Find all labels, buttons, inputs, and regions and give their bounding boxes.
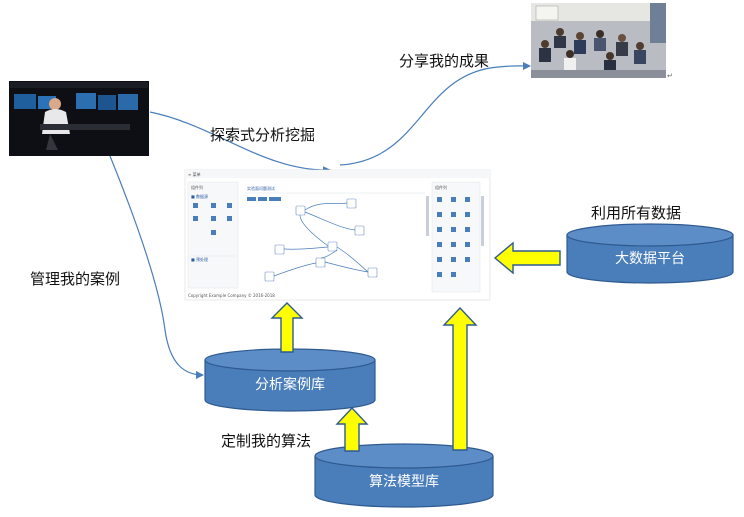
- cylinder-bigdata-platform: 大数据平台: [566, 223, 734, 284]
- cylinder-algorithm-library: 算法模型库: [314, 443, 494, 508]
- label-exploratory-analysis: 探索式分析挖掘: [210, 126, 316, 144]
- canvas-left-panel-title: 组件列: [191, 184, 203, 190]
- svg-text:≡ 菜单: ≡ 菜单: [188, 171, 201, 177]
- analyst-photo: [9, 81, 149, 156]
- cylinder-algorithm-library-label: 算法模型库: [369, 474, 439, 490]
- curve-photo-to-canvas: [149, 111, 331, 175]
- cylinder-bigdata-label: 大数据平台: [615, 251, 685, 267]
- arrow-bigdata-to-canvas: [493, 241, 561, 275]
- canvas-right-panel-title: 组件列: [435, 184, 447, 190]
- curve-photo-to-caselib: [109, 155, 204, 379]
- arrow-algolib-to-canvas: [442, 306, 478, 451]
- svg-text:■ 数据源: ■ 数据源: [191, 193, 208, 199]
- svg-text:■ 预处理: ■ 预处理: [191, 256, 208, 262]
- canvas-footer: Copyright Example Company © 2016-2018: [188, 293, 275, 298]
- canvas-flow-title: 实验面问题测试: [247, 185, 275, 191]
- arrow-algolib-to-caselib: [335, 406, 369, 452]
- audience-photo: [531, 3, 666, 78]
- label-use-all-data: 利用所有数据: [591, 204, 682, 222]
- cylinder-case-library: 分析案例库: [204, 348, 376, 412]
- arrow-caselib-to-canvas: [270, 302, 304, 353]
- label-manage-cases: 管理我的案例: [30, 270, 121, 288]
- cylinder-case-library-label: 分析案例库: [255, 376, 325, 393]
- label-share-results: 分享我的成果: [399, 52, 490, 70]
- label-customize-algorithms: 定制我的算法: [221, 432, 312, 450]
- return-mark: ↵: [667, 72, 673, 80]
- analysis-canvas-screenshot: ≡ 菜单 组件列 ■ 数据源 ■ 预处理 实验面问题测试: [184, 169, 491, 301]
- curve-canvas-to-audience: [339, 61, 531, 166]
